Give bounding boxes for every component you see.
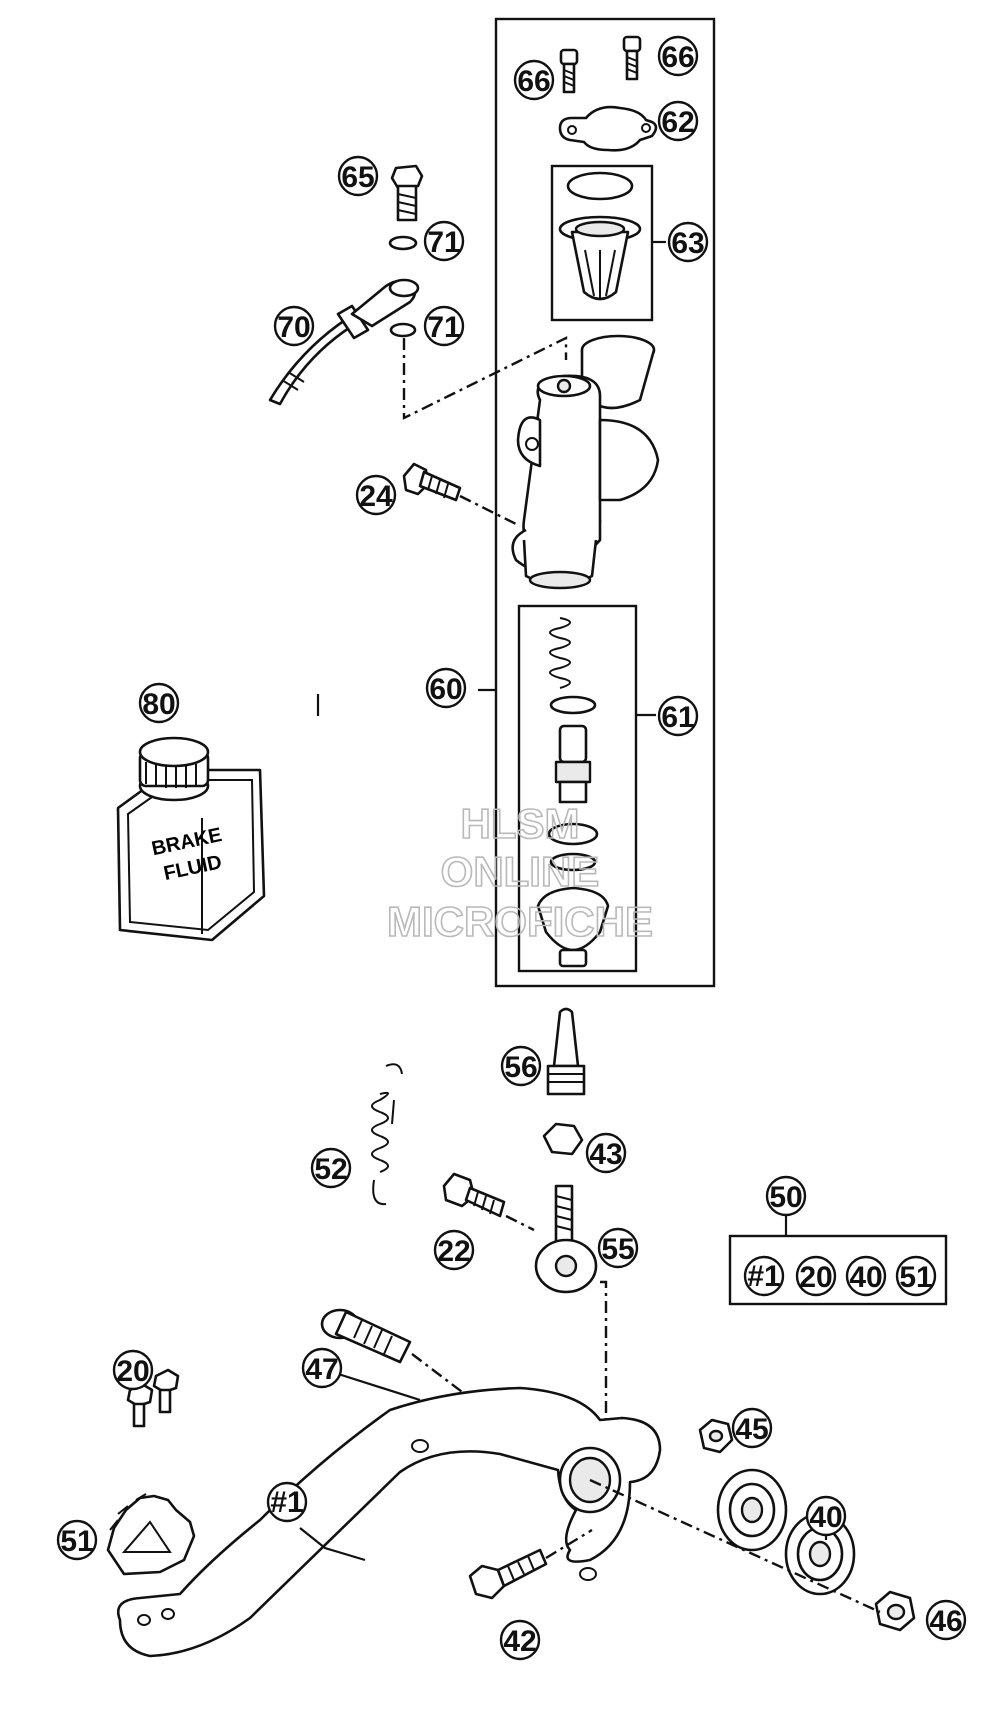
callout-56: 56 [500,1045,542,1087]
nut-43 [542,1122,584,1156]
kit-box-50 [728,1234,948,1306]
svg-text:63: 63 [671,227,704,260]
master-cylinder-body [511,334,660,590]
clevis-dashed-line [600,1280,608,1428]
screw-66-right [622,35,642,81]
bearing-40-a [716,1468,788,1552]
callout-24: 24 [355,474,397,516]
callout-45: 45 [731,1407,773,1449]
push-rod-56 [546,1007,586,1096]
svg-text:40: 40 [849,1261,882,1294]
svg-text:43: 43 [589,1138,622,1171]
svg-text:45: 45 [735,1413,768,1446]
bolt-42-dashed-line [545,1528,593,1560]
washer-71-bottom [389,322,417,338]
svg-text:56: 56 [504,1051,537,1084]
bolt-42 [468,1548,548,1600]
piston-kit-61 [536,617,610,968]
svg-text:66: 66 [517,65,550,98]
callout-70: 70 [273,305,315,347]
callout-47: 47 [301,1347,343,1389]
svg-text:66: 66 [661,41,694,74]
nut-45 [698,1418,734,1454]
svg-text:52: 52 [314,1153,347,1186]
svg-text:61: 61 [661,701,694,734]
svg-text:51: 51 [899,1261,932,1294]
brake-fluid-can-80 [116,736,266,942]
callout-22: 22 [433,1229,475,1271]
brake-hose-70 [268,278,420,406]
svg-text:46: 46 [929,1605,962,1638]
bolt-22 [442,1172,506,1218]
svg-text:42: 42 [503,1625,536,1658]
callout-71-top: 71 [423,220,465,262]
callout-60: 60 [425,667,467,709]
svg-text:47: 47 [305,1353,338,1386]
watermark-line-3: MICROFICHE [387,898,653,945]
pin-47 [320,1308,412,1364]
pedal-step-51 [106,1493,196,1576]
callout-62: 62 [657,100,699,142]
kit-callout-1: #1 [743,1255,785,1297]
callout-51: 51 [56,1519,98,1561]
callout-65: 65 [337,155,379,197]
callout-66-left: 66 [513,59,555,101]
watermark-line-2: ONLINE [441,848,600,895]
svg-text:62: 62 [661,106,694,139]
callout-55: 55 [597,1227,639,1269]
callout-66-right: 66 [657,35,699,77]
bolt-24 [402,462,462,502]
callout-42: 42 [499,1619,541,1661]
brake-pedal-1 [116,1386,662,1658]
svg-text:65: 65 [341,161,374,194]
axle-dashed-line [589,1478,881,1614]
svg-text:71: 71 [427,311,460,344]
svg-text:50: 50 [769,1181,802,1214]
screw-66-left [559,48,579,94]
callout-80: 80 [138,682,180,724]
callout-63: 63 [667,221,709,263]
callout-46: 46 [925,1599,967,1641]
svg-text:80: 80 [142,688,175,721]
kit-callout-40: 40 [845,1255,887,1297]
svg-text:24: 24 [359,480,393,513]
banjo-bolt-65 [390,164,424,222]
nut-46 [874,1590,916,1632]
washer-71-top [388,235,418,251]
callout-43: 43 [585,1132,627,1174]
svg-text:60: 60 [429,673,462,706]
svg-text:22: 22 [437,1235,470,1268]
svg-text:20: 20 [799,1261,832,1294]
frame-63 [550,164,654,322]
callout-1: #1 [266,1481,308,1523]
pin-47-dashed-line [411,1353,471,1399]
bolt-24-dashed-line [459,494,521,528]
frame-61 [517,604,638,973]
watermark-line-1: HLSM [461,800,580,847]
svg-text:#1: #1 [747,1260,780,1293]
svg-text:55: 55 [601,1233,634,1266]
svg-text:70: 70 [277,311,310,344]
reservoir-cover-62 [558,105,658,152]
callout-61: 61 [657,695,699,737]
svg-text:20: 20 [116,1355,149,1388]
bolt-22-dashed-line [505,1214,535,1232]
svg-text:51: 51 [60,1525,93,1558]
callout-20: 20 [112,1349,154,1391]
svg-text:#1: #1 [270,1486,303,1519]
callout-71-bottom: 71 [423,305,465,347]
svg-text:40: 40 [809,1501,842,1534]
reservoir-63 [558,171,642,301]
callout-50: 50 [765,1175,807,1217]
spring-52 [371,1063,403,1206]
callout-52: 52 [310,1147,352,1189]
svg-text:71: 71 [427,226,460,259]
clevis-55 [534,1184,598,1294]
kit-callout-51: 51 [895,1255,937,1297]
callout-40: 40 [805,1495,847,1537]
kit-callout-20: 20 [795,1255,837,1297]
frame-60 [494,17,716,988]
